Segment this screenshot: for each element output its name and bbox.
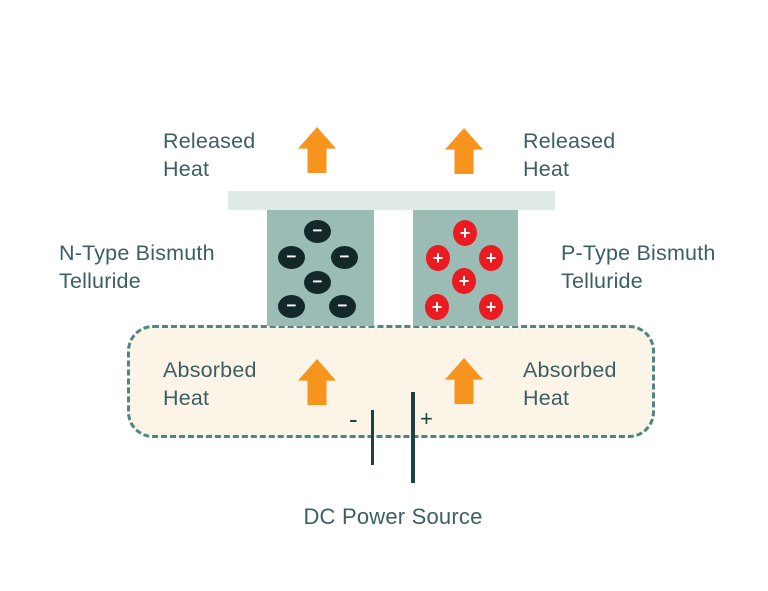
battery-negative-terminal-icon	[371, 410, 374, 465]
released-heat-arrow-right-icon	[445, 128, 483, 174]
electron-icon: −	[304, 271, 331, 294]
electron-icon: −	[278, 295, 305, 318]
electron-icon: −	[304, 220, 331, 243]
label-line: Telluride	[59, 268, 141, 293]
positive-sign: +	[420, 406, 433, 431]
hole-icon: +	[479, 294, 503, 320]
released-heat-label-left: Released Heat	[163, 128, 255, 183]
cold-side-plate	[127, 325, 655, 438]
hole-icon: +	[426, 245, 450, 271]
electron-icon: −	[329, 295, 356, 318]
battery-positive-terminal-icon	[411, 392, 415, 483]
absorbed-heat-label-left: Absorbed Heat	[163, 357, 257, 412]
negative-sign: -	[349, 404, 358, 434]
dc-power-source-label: DC Power Source	[303, 504, 483, 529]
label-line: Heat	[523, 385, 570, 410]
absorbed-heat-label-right: Absorbed Heat	[523, 357, 617, 412]
n-type-block: − − − − − −	[267, 210, 374, 326]
released-heat-arrow-left-icon	[298, 127, 336, 173]
label-line: Released	[163, 129, 256, 153]
label-line: Released	[523, 129, 616, 153]
label-line: Heat	[163, 156, 210, 181]
released-heat-label-right: Released Heat	[523, 128, 615, 183]
label-line: Heat	[523, 156, 570, 181]
label-line: Absorbed	[523, 358, 617, 382]
electron-icon: −	[278, 246, 305, 269]
hole-icon: +	[452, 268, 476, 294]
label-line: Telluride	[561, 268, 643, 293]
n-type-label: N-Type Bismuth Telluride	[59, 240, 215, 295]
electron-icon: −	[331, 246, 358, 269]
hot-side-plate	[228, 191, 555, 210]
label-line: N-Type Bismuth	[59, 241, 215, 265]
label-line: Heat	[163, 385, 210, 410]
label-line: Absorbed	[163, 358, 257, 382]
hole-icon: +	[479, 245, 503, 271]
label-line: P-Type Bismuth	[561, 241, 716, 265]
p-type-label: P-Type Bismuth Telluride	[561, 240, 716, 295]
hole-icon: +	[425, 294, 449, 320]
hole-icon: +	[453, 220, 477, 246]
p-type-block: + + + + + +	[413, 210, 518, 326]
